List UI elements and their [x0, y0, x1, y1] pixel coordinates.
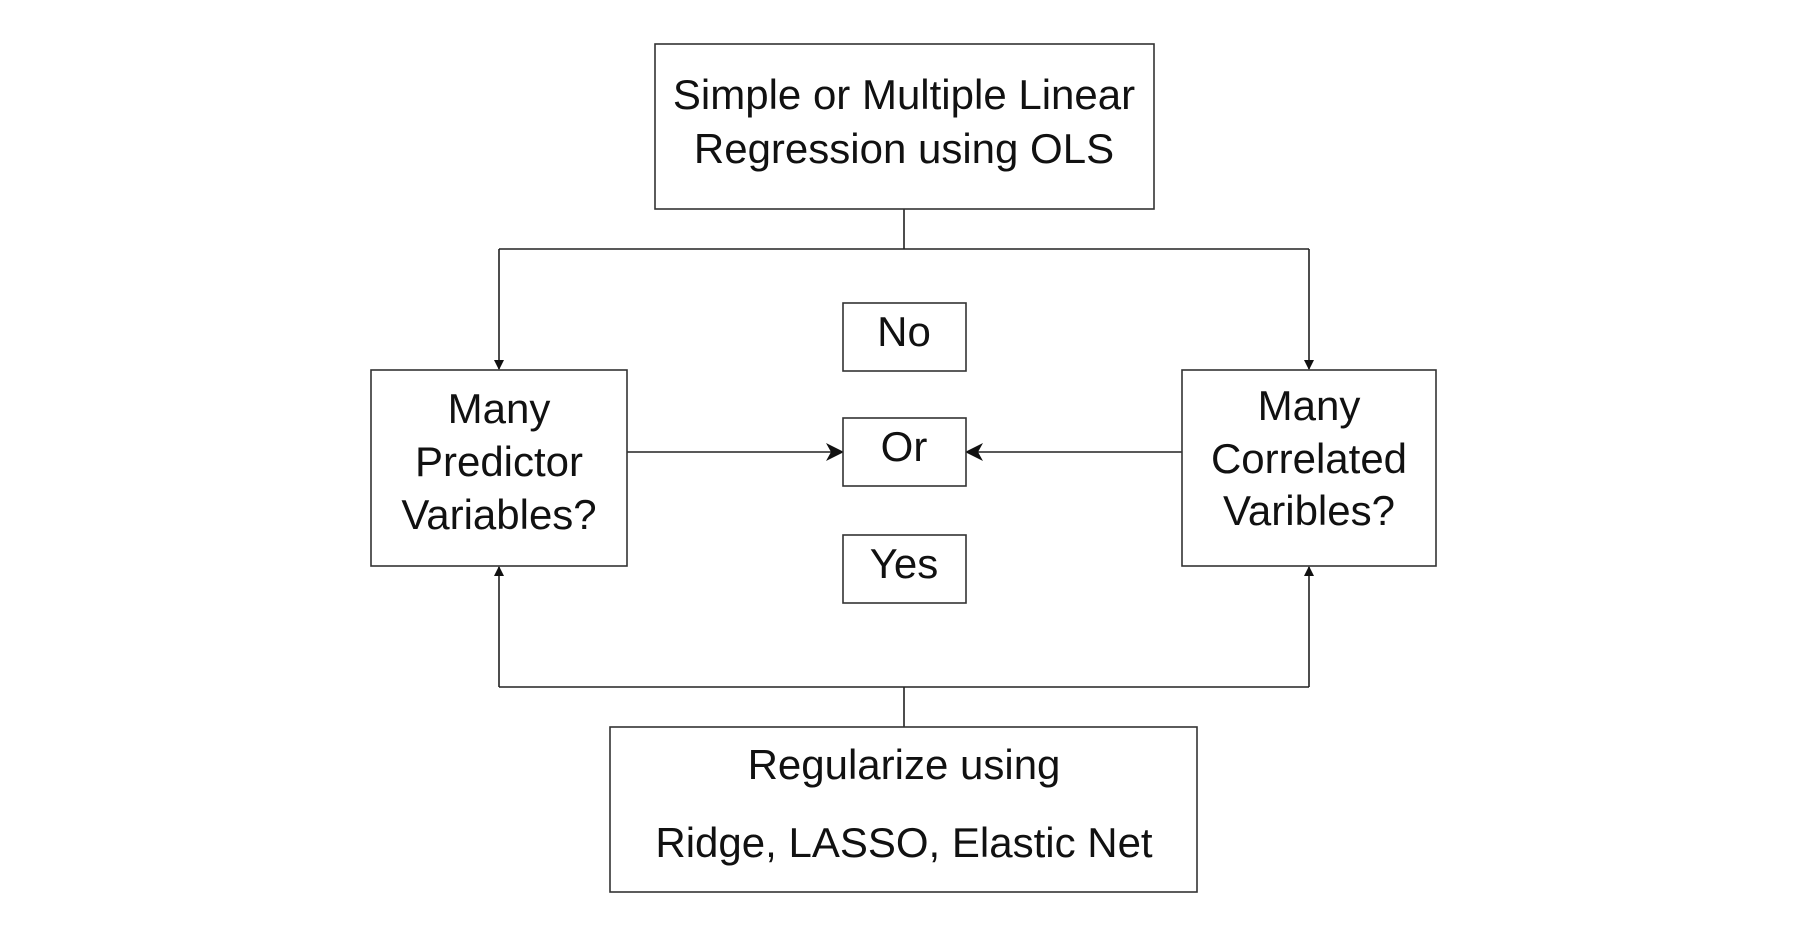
- ols-box: [654, 43, 1155, 210]
- correlated-label-line-1: Many: [1258, 382, 1361, 429]
- regularize-label-line-2: Ridge, LASSO, Elastic Net: [655, 819, 1153, 866]
- no-box: [842, 302, 967, 372]
- or-box: [842, 417, 967, 487]
- ols-node: Simple or Multiple Linear Regression usi…: [654, 43, 1155, 210]
- predictors-label-line-2: Predictor: [415, 438, 583, 485]
- ols-label-line-2: Regression using OLS: [694, 125, 1114, 172]
- regularize-label-line-1: Regularize using: [748, 741, 1061, 788]
- yes-node: Yes: [842, 534, 967, 604]
- no-label: No: [877, 308, 931, 355]
- predictors-box: [370, 369, 628, 567]
- yes-label: Yes: [870, 540, 939, 587]
- correlated-box: [1181, 369, 1437, 567]
- regularize-box: [609, 726, 1198, 893]
- ols-label-line-1: Simple or Multiple Linear: [673, 71, 1135, 118]
- no-node: No: [842, 302, 967, 372]
- predictors-label-line-3: Variables?: [401, 491, 596, 538]
- predictors-node: Many Predictor Variables?: [370, 369, 628, 567]
- correlated-label-line-2: Correlated: [1211, 435, 1407, 482]
- connectors-bottom: [494, 566, 1314, 727]
- yes-box: [842, 534, 967, 604]
- or-node: Or: [842, 417, 967, 487]
- regularize-node: Regularize using Ridge, LASSO, Elastic N…: [609, 726, 1198, 893]
- or-label: Or: [881, 423, 928, 470]
- correlated-node: Many Correlated Varibles?: [1181, 369, 1437, 567]
- connectors-top: [494, 209, 1314, 370]
- correlated-label-line-3: Varibles?: [1223, 487, 1395, 534]
- predictors-label-line-1: Many: [448, 385, 551, 432]
